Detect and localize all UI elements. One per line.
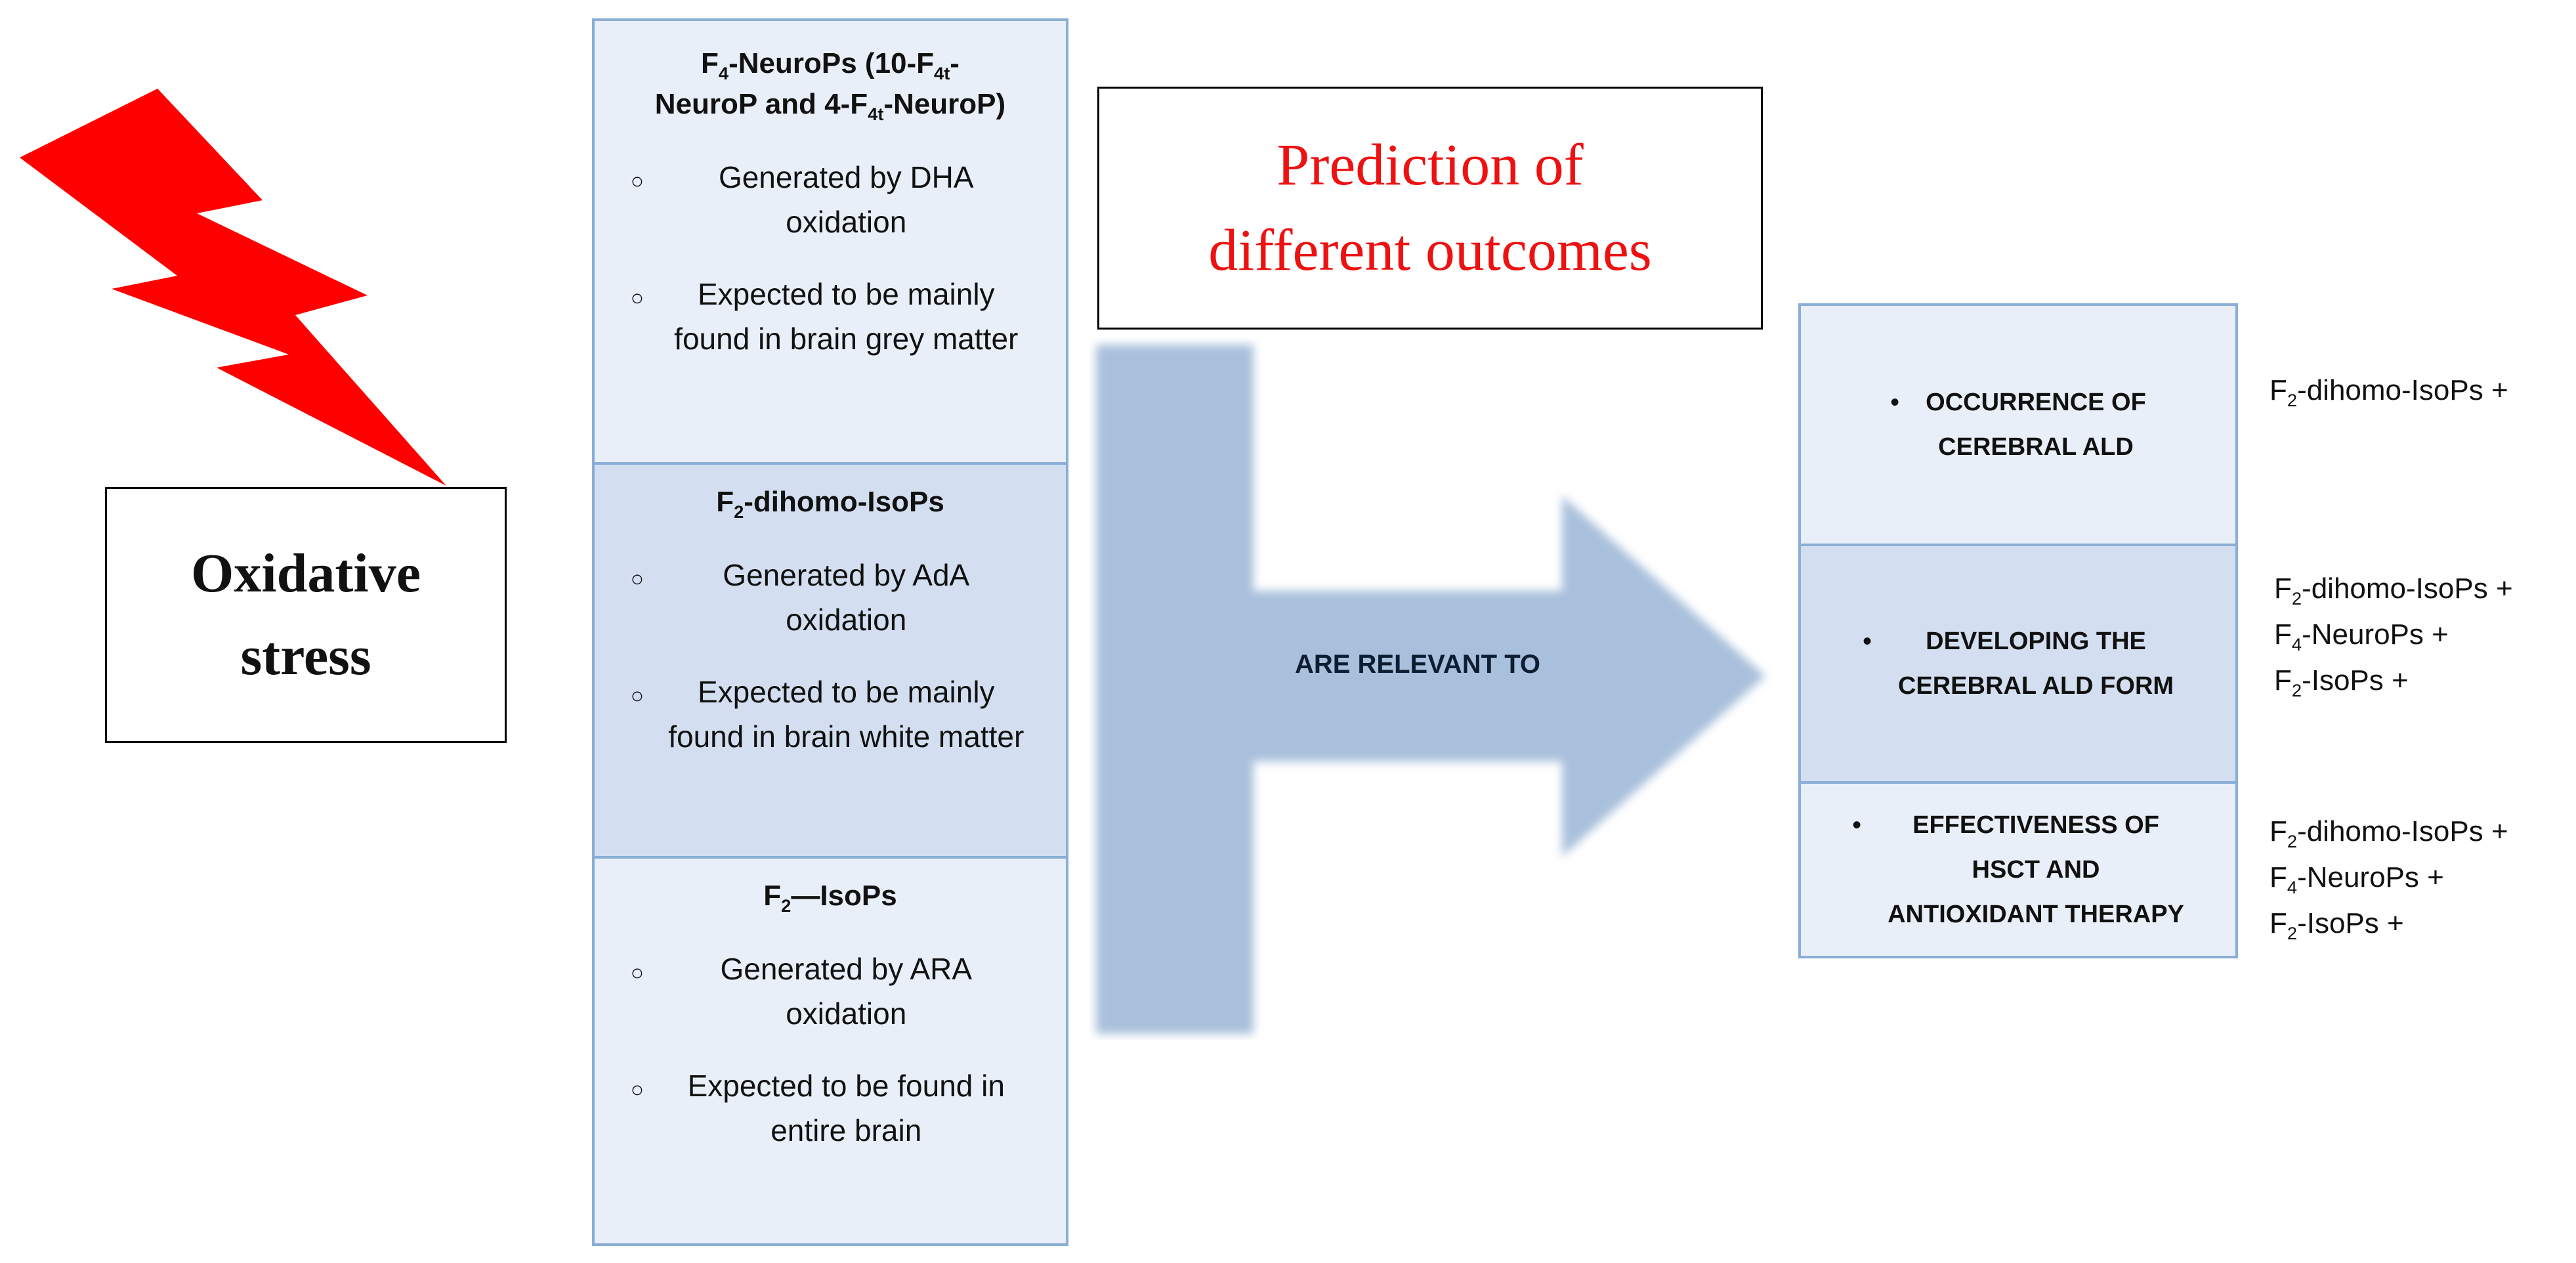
circle-bullet-icon: ○ <box>630 169 644 194</box>
outcome-text: Occurrence of cerebral ALD <box>1926 389 2146 461</box>
arrow-label: Are Relevant to <box>1221 650 1615 679</box>
lightning-bolt-icon <box>20 89 446 486</box>
isoprostanes-column: F4-NeuroPs (10-F4t- NeuroP and 4-F4t-Neu… <box>592 18 1068 1246</box>
relevance-arrow-icon <box>1096 345 1765 1034</box>
outcome-section: • Occurrence of cerebral ALD <box>1801 306 2235 544</box>
oxidative-stress-line-2: stress <box>240 626 371 687</box>
circle-bullet-icon: ○ <box>630 960 644 985</box>
marker-line: F4-NeuroPs + <box>2270 861 2444 897</box>
marker-line: F2-IsoPs + <box>2270 907 2404 943</box>
title-line: F2—IsoPs <box>763 880 897 916</box>
isoprostane-section: F2-dihomo-IsoPs ○ Generated by AdA oxida… <box>595 462 1066 856</box>
prediction-line-2: different outcomes <box>1208 218 1652 283</box>
isoprostane-item: ○ Expected to be found in entire brain <box>630 1069 1005 1147</box>
bullet-icon: • <box>1890 388 1900 417</box>
outcome-section: • Developing the cerebral ALD form <box>1801 544 2235 781</box>
title-line: F4-NeuroPs (10-F4t- <box>701 47 960 83</box>
isoprostane-title: F2—IsoPs <box>595 876 1066 916</box>
isoprostane-section: F4-NeuroPs (10-F4t- NeuroP and 4-F4t-Neu… <box>595 21 1066 462</box>
isoprostane-item: ○ Generated by ARA oxidation <box>630 952 973 1031</box>
outcome-text: Effectiveness of HSCT and antioxidant th… <box>1888 811 2184 928</box>
outcome-section: • Effectiveness of HSCT and antioxidant … <box>1801 781 2235 956</box>
oxidative-stress-box: Oxidative stress <box>105 487 507 743</box>
bullet-icon: • <box>1852 811 1862 840</box>
title-line: F2-dihomo-IsoPs <box>716 486 944 522</box>
isoprostane-section: F2—IsoPs ○ Generated by ARA oxidation ○ … <box>595 856 1066 1243</box>
circle-bullet-icon: ○ <box>630 567 644 591</box>
prediction-line-1: Prediction of <box>1277 132 1584 198</box>
title-line: NeuroP and 4-F4t-NeuroP) <box>654 88 1006 124</box>
marker-line: F2-dihomo-IsoPs + <box>2274 572 2513 609</box>
circle-bullet-icon: ○ <box>630 1077 644 1102</box>
prediction-box: Prediction of different outcomes <box>1097 87 1763 330</box>
circle-bullet-icon: ○ <box>630 286 644 310</box>
isoprostane-item: ○ Expected to be mainly found in brain w… <box>630 675 1024 754</box>
isoprostane-item: ○ Generated by AdA oxidation <box>630 558 970 637</box>
marker-line: F2-dihomo-IsoPs + <box>2270 815 2508 851</box>
outcomes-column: • Occurrence of cerebral ALD • Developin… <box>1798 303 2238 958</box>
circle-bullet-icon: ○ <box>630 683 644 708</box>
isoprostane-title: F4-NeuroPs (10-F4t- NeuroP and 4-F4t-Neu… <box>595 43 1066 125</box>
arrow-label-text: Are Relevant to <box>1294 650 1541 679</box>
isoprostane-title: F2-dihomo-IsoPs <box>595 482 1066 523</box>
isoprostane-item: ○ Expected to be mainly found in brain g… <box>630 277 1019 356</box>
oxidative-stress-line-1: Oxidative <box>191 543 421 604</box>
isoprostane-item: ○ Generated by DHA oxidation <box>630 160 974 239</box>
marker-line: F2-dihomo-IsoPs + <box>2270 374 2508 410</box>
marker-line: F2-IsoPs + <box>2274 664 2409 700</box>
bullet-icon: • <box>1862 627 1872 656</box>
marker-line: F4-NeuroPs + <box>2274 618 2449 654</box>
outcome-text: Developing the cerebral ALD form <box>1897 628 2174 700</box>
